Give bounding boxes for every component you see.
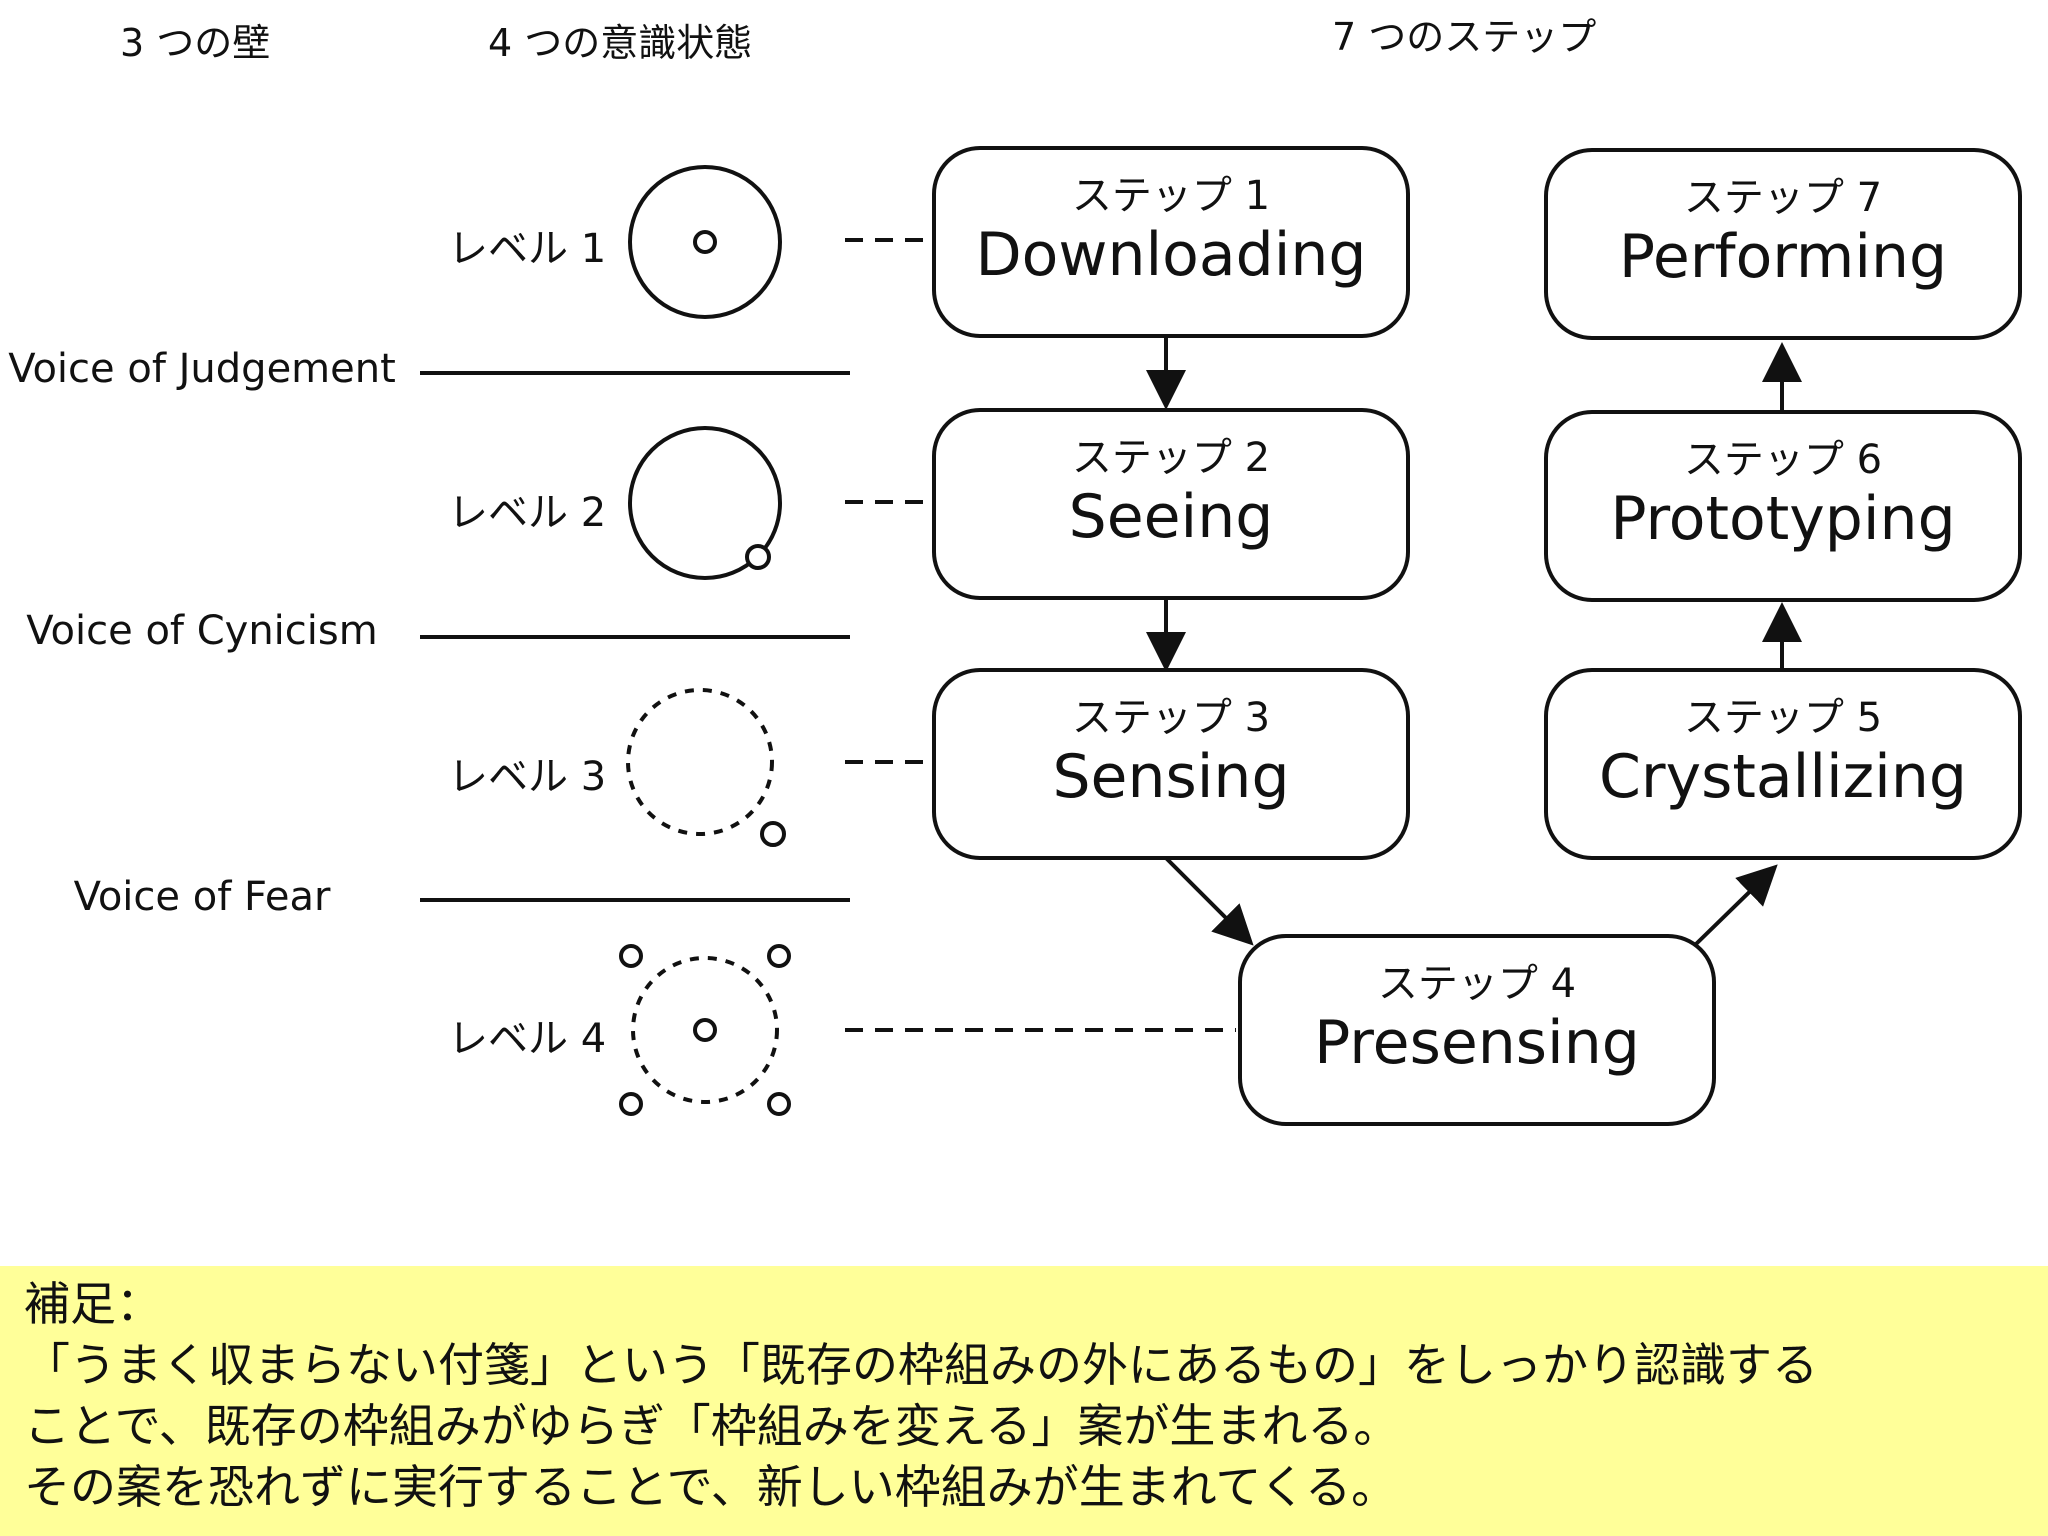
header-steps: 7 つのステップ — [1332, 15, 1597, 59]
step-7-number: ステップ 7 — [1683, 175, 1883, 221]
voice-cynicism: Voice of Cynicism — [26, 608, 378, 654]
step-4-number: ステップ 4 — [1377, 961, 1577, 1007]
step-5-number: ステップ 5 — [1683, 695, 1883, 741]
note-line-1: 「うまく収まらない付箋」という「既存の枠組みの外にあるもの」をしっかり認識する — [24, 1338, 1818, 1392]
level-3-label: レベル 3 — [448, 754, 607, 800]
note-line-3: その案を恐れずに実行することで、新しい枠組みが生まれてくる。 — [24, 1460, 1398, 1514]
header-states: 4 つの意識状態 — [488, 21, 753, 65]
step-5-box: ステップ 5 Crystallizing — [1544, 668, 2022, 860]
supplement-note: 補足： 「うまく収まらない付箋」という「既存の枠組みの外にあるもの」をしっかり認… — [0, 1266, 2048, 1536]
step-1-name: Downloading — [975, 220, 1367, 290]
step-1-box: ステップ 1 Downloading — [932, 146, 1410, 338]
level-2-circle-icon — [628, 426, 782, 580]
step-4-box: ステップ 4 Presensing — [1238, 934, 1716, 1126]
header-walls: 3 つの壁 — [120, 21, 271, 65]
note-title: 補足： — [24, 1277, 162, 1331]
level-1-label: レベル 1 — [448, 226, 607, 272]
step-3-name: Sensing — [1052, 742, 1290, 812]
voice-judgement: Voice of Judgement — [8, 346, 396, 392]
step-5-name: Crystallizing — [1599, 742, 1967, 812]
step-6-box: ステップ 6 Prototyping — [1544, 410, 2022, 602]
step-2-number: ステップ 2 — [1071, 435, 1271, 481]
level-1-circle-icon — [628, 165, 782, 319]
wall-line-cynicism — [420, 635, 850, 639]
step-7-box: ステップ 7 Performing — [1544, 148, 2022, 340]
step-7-name: Performing — [1618, 222, 1948, 292]
step-1-number: ステップ 1 — [1071, 173, 1271, 219]
arrow-step3-step4 — [1164, 856, 1254, 946]
level-4-circle-icon — [619, 944, 791, 1116]
step-6-number: ステップ 6 — [1683, 437, 1883, 483]
step-3-number: ステップ 3 — [1071, 695, 1271, 741]
step-3-box: ステップ 3 Sensing — [932, 668, 1410, 860]
voice-fear: Voice of Fear — [73, 874, 331, 920]
diagram-graphics — [619, 165, 1802, 1116]
step-2-box: ステップ 2 Seeing — [932, 408, 1410, 600]
step-2-name: Seeing — [1068, 482, 1274, 552]
wall-line-judgement — [420, 371, 850, 375]
wall-line-fear — [420, 898, 850, 902]
level-2-label: レベル 2 — [448, 490, 607, 536]
arrow-step4-step5 — [1692, 864, 1778, 948]
step-4-name: Presensing — [1314, 1008, 1640, 1078]
level-3-circle-icon — [626, 688, 786, 847]
step-6-name: Prototyping — [1610, 484, 1956, 554]
level-4-label: レベル 4 — [448, 1016, 607, 1062]
note-line-2: ことで、既存の枠組みがゆらぎ「枠組みを変える」案が生まれる。 — [24, 1399, 1400, 1453]
